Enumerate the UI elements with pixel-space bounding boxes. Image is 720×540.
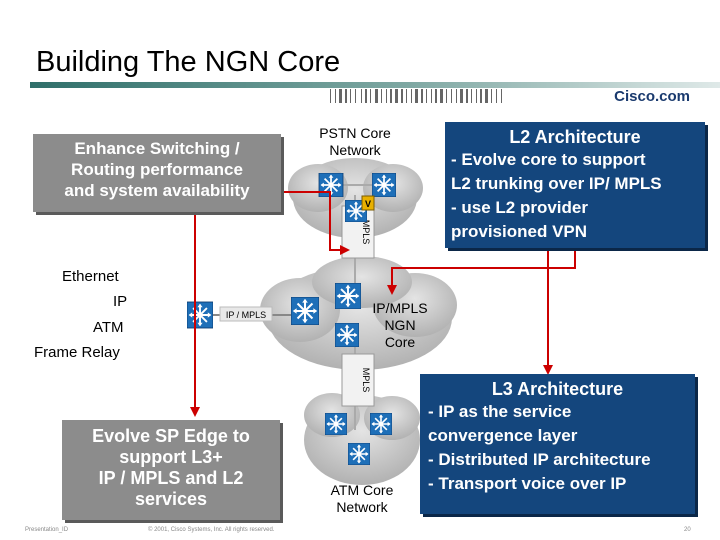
l2-line: provisioned VPN <box>451 222 588 241</box>
l2-heading: L2 Architecture <box>509 127 641 147</box>
atm-cloud-label: ATM Core Network <box>312 482 412 516</box>
l3-architecture-box: L3 Architecture - IP as the service conv… <box>420 374 695 514</box>
l2-line: L2 trunking over IP/ MPLS <box>451 174 662 193</box>
access-frame-relay-label: Frame Relay <box>34 344 120 361</box>
slide-title: Building The NGN Core <box>36 46 341 78</box>
core-router-icon <box>335 323 359 347</box>
enhance-line: Enhance Switching / <box>74 139 240 158</box>
l3-heading: L3 Architecture <box>491 379 624 399</box>
atm-switch-icon <box>348 443 370 465</box>
core-label-line: NGN <box>384 317 416 333</box>
l2-architecture-box: L2 Architecture - Evolve core to support… <box>445 122 705 248</box>
arrow-enhance-to-core <box>282 191 350 255</box>
enhance-line: Routing performance <box>71 160 243 179</box>
l3-line: - Distributed IP architecture <box>428 450 651 469</box>
brand-logo: Cisco.com <box>614 88 690 105</box>
evolve-line: IP / MPLS and L2 <box>98 468 244 488</box>
mpls-bottom-label: MPLS <box>361 368 371 393</box>
pstn-cloud-label: PSTN Core Network <box>305 125 405 159</box>
access-atm-label: ATM <box>93 319 124 336</box>
l2-line: - use L2 provider <box>451 198 588 217</box>
edge-link-box <box>219 306 273 322</box>
edge-link-label: IP / MPLS <box>226 310 266 320</box>
core-label-line: IP/MPLS <box>372 300 428 316</box>
atm-label-line: ATM Core <box>330 482 394 498</box>
edge-router-icon <box>187 300 213 330</box>
footer-page-number: 20 <box>684 527 691 533</box>
atm-label-line: Network <box>336 499 388 515</box>
voice-marker: V <box>365 199 371 209</box>
core-cloud <box>260 256 457 370</box>
arrow-l2-to-core <box>387 248 576 295</box>
pstn-label-line: PSTN Core <box>319 125 391 141</box>
access-ip-label: IP <box>113 293 128 310</box>
evolve-sp-edge-box: Evolve SP Edge to support L3+ IP / MPLS … <box>62 420 280 520</box>
core-router-icon <box>335 283 361 309</box>
atm-switch-icon <box>370 413 392 435</box>
enhance-switching-box: Enhance Switching / Routing performance … <box>33 134 281 212</box>
atm-cloud <box>304 393 420 485</box>
l3-line: - Transport voice over IP <box>428 474 627 493</box>
footer-presentation-id: Presentation_ID <box>25 527 69 533</box>
l3-line: convergence layer <box>428 426 578 445</box>
mpls-top-label: MPLS <box>361 220 371 245</box>
evolve-line: Evolve SP Edge to <box>92 426 250 446</box>
evolve-line: services <box>134 489 208 509</box>
l2-line: - Evolve core to support <box>451 150 646 169</box>
core-router-icon <box>291 297 319 325</box>
core-label-line: Core <box>384 334 416 350</box>
l3-line: - IP as the service <box>428 402 572 421</box>
evolve-line: support L3+ <box>119 447 223 467</box>
enhance-line: and system availability <box>64 181 250 200</box>
pstn-switch-icon <box>372 173 396 197</box>
pstn-label-line: Network <box>329 142 381 158</box>
header-decor-bar <box>30 82 720 103</box>
access-ethernet-label: Ethernet <box>62 268 119 285</box>
voice-gateway-icon <box>361 195 375 211</box>
atm-switch-icon <box>325 413 347 435</box>
footer-copyright: © 2001, Cisco Systems, Inc. All rights r… <box>148 527 275 533</box>
mpls-pipe-bottom <box>341 353 375 407</box>
core-cloud-label: IP/MPLS NGN Core <box>365 300 435 351</box>
